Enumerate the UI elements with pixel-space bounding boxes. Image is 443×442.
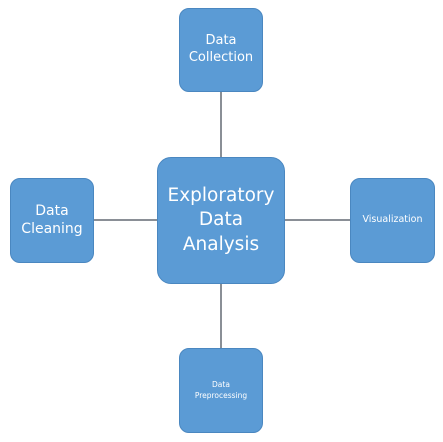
node-label-data-preprocessing: Data Preprocessing [194, 380, 248, 400]
connector-bottom [220, 284, 222, 348]
connector-top [220, 92, 222, 157]
node-visualization: Visualization [350, 178, 435, 263]
connector-right [285, 219, 350, 221]
connector-left [94, 219, 157, 221]
node-label-data-cleaning: Data Cleaning [21, 202, 83, 237]
node-label-visualization: Visualization [362, 214, 423, 226]
node-data-preprocessing: Data Preprocessing [179, 348, 263, 433]
node-exploratory-data-analysis: Exploratory Data Analysis [157, 157, 285, 284]
node-label-exploratory-data-analysis: Exploratory Data Analysis [167, 184, 275, 255]
node-data-collection: Data Collection [179, 8, 263, 92]
node-label-data-collection: Data Collection [188, 33, 254, 65]
node-data-cleaning: Data Cleaning [10, 178, 94, 263]
